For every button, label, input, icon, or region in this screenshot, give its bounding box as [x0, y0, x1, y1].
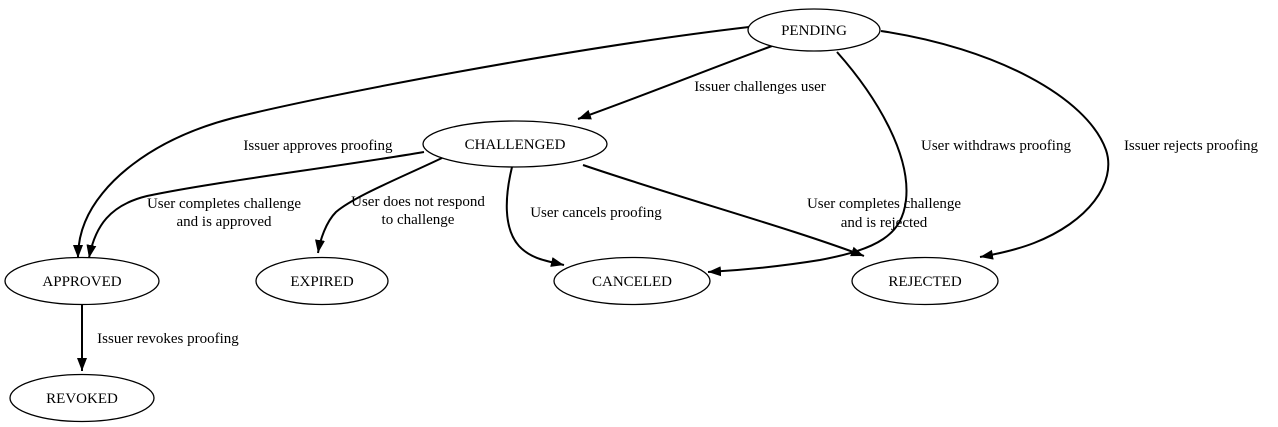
- node-revoked: REVOKED: [9, 373, 155, 423]
- node-challenged-label: CHALLENGED: [465, 137, 566, 153]
- edge-pending-challenged: [577, 45, 773, 120]
- edge-pending-rejected: [880, 30, 1110, 260]
- node-expired: EXPIRED: [255, 256, 389, 306]
- edge-label-issuer-challenges-user: Issuer challenges user: [694, 79, 826, 95]
- edge-label-completes-approved-line2: and is approved: [177, 214, 272, 230]
- edge-label-completes-approved-line1: User completes challenge: [147, 196, 301, 212]
- node-approved: APPROVED: [4, 256, 160, 306]
- node-approved-label: APPROVED: [42, 274, 121, 290]
- edge-label-issuer-revokes-proofing: Issuer revokes proofing: [97, 331, 239, 347]
- node-rejected-ellipse: [851, 256, 999, 306]
- node-revoked-label: REVOKED: [46, 391, 118, 407]
- edge-label-group: Issuer challenges user Issuer approves p…: [97, 79, 1258, 347]
- node-approved-ellipse: [4, 256, 160, 306]
- node-revoked-ellipse: [9, 373, 155, 423]
- edge-challenged-canceled: [505, 166, 565, 267]
- edge-pending-canceled: [707, 51, 908, 277]
- edge-label-user-cancels-proofing: User cancels proofing: [530, 205, 662, 221]
- edge-pending-approved: [73, 26, 750, 259]
- node-group: PENDING CHALLENGED APPROVED EXPIRED CANC…: [4, 8, 999, 423]
- edge-challenged-expired: [315, 157, 443, 254]
- edge-challenged-rejected: [582, 164, 865, 257]
- node-rejected-label: REJECTED: [888, 274, 961, 290]
- node-canceled-ellipse: [553, 256, 711, 306]
- node-expired-label: EXPIRED: [290, 274, 354, 290]
- edge-label-completes-rejected-line2: and is rejected: [841, 215, 928, 231]
- edge-label-completes-rejected-line1: User completes challenge: [807, 196, 961, 212]
- node-pending-ellipse: [747, 8, 881, 52]
- node-canceled: CANCELED: [553, 256, 711, 306]
- edge-label-does-not-respond-line2: to challenge: [382, 212, 455, 228]
- node-expired-ellipse: [255, 256, 389, 306]
- node-challenged-ellipse: [422, 120, 608, 168]
- edge-label-user-withdraws-proofing: User withdraws proofing: [921, 138, 1071, 154]
- edge-challenged-approved: [86, 151, 425, 259]
- node-pending-label: PENDING: [781, 23, 847, 39]
- edge-group: [73, 26, 1110, 371]
- node-canceled-label: CANCELED: [592, 274, 672, 290]
- edge-label-issuer-approves-proofing: Issuer approves proofing: [243, 138, 393, 154]
- edge-label-issuer-rejects-proofing: Issuer rejects proofing: [1124, 138, 1259, 154]
- edge-label-does-not-respond-line1: User does not respond: [351, 194, 485, 210]
- node-challenged: CHALLENGED: [422, 120, 608, 168]
- node-rejected: REJECTED: [851, 256, 999, 306]
- node-pending: PENDING: [747, 8, 881, 52]
